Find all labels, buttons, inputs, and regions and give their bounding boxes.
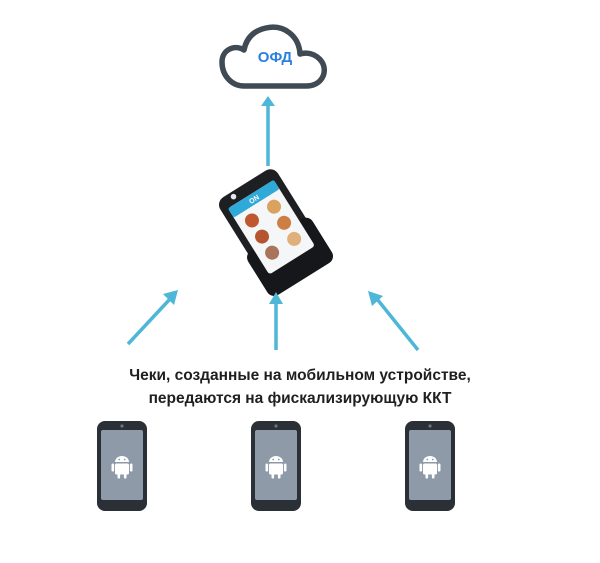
phone-camera-icon [428, 424, 432, 428]
diagram-caption: Чеки, созданные на мобильном устройстве,… [80, 364, 520, 410]
arrow-center-to-terminal [269, 292, 283, 350]
android-icon [111, 456, 133, 479]
product-tile-icon [265, 245, 280, 260]
cloud-outline-icon [219, 24, 328, 89]
mobile-phone [97, 421, 147, 511]
terminal-logo-icon [230, 193, 237, 200]
android-icon [419, 456, 441, 479]
arrow-left-to-terminal [126, 290, 178, 346]
product-tile-icon [244, 213, 259, 228]
caption-line-1: Чеки, созданные на мобильном устройстве, [129, 367, 471, 384]
mobile-phone [251, 421, 301, 511]
product-tile-icon [255, 229, 270, 244]
payment-terminal: ON [219, 169, 333, 296]
terminal-screen-text: ON [248, 194, 261, 206]
ofd-cloud: ОФД [219, 24, 328, 89]
arrow-to-cloud [261, 96, 275, 166]
mobile-phone [405, 421, 455, 511]
android-icon [265, 456, 287, 479]
product-tile-icon [267, 199, 282, 214]
phone-camera-icon [274, 424, 278, 428]
product-tile-icon [287, 231, 302, 246]
mobile-devices [97, 421, 455, 511]
cloud-label: ОФД [258, 49, 293, 66]
phone-camera-icon [120, 424, 124, 428]
caption-line-2: передаются на фискализирующую ККТ [148, 390, 452, 407]
terminal-screen-header [228, 180, 279, 217]
product-tile-icon [277, 215, 292, 230]
arrow-right-to-terminal [368, 291, 420, 352]
